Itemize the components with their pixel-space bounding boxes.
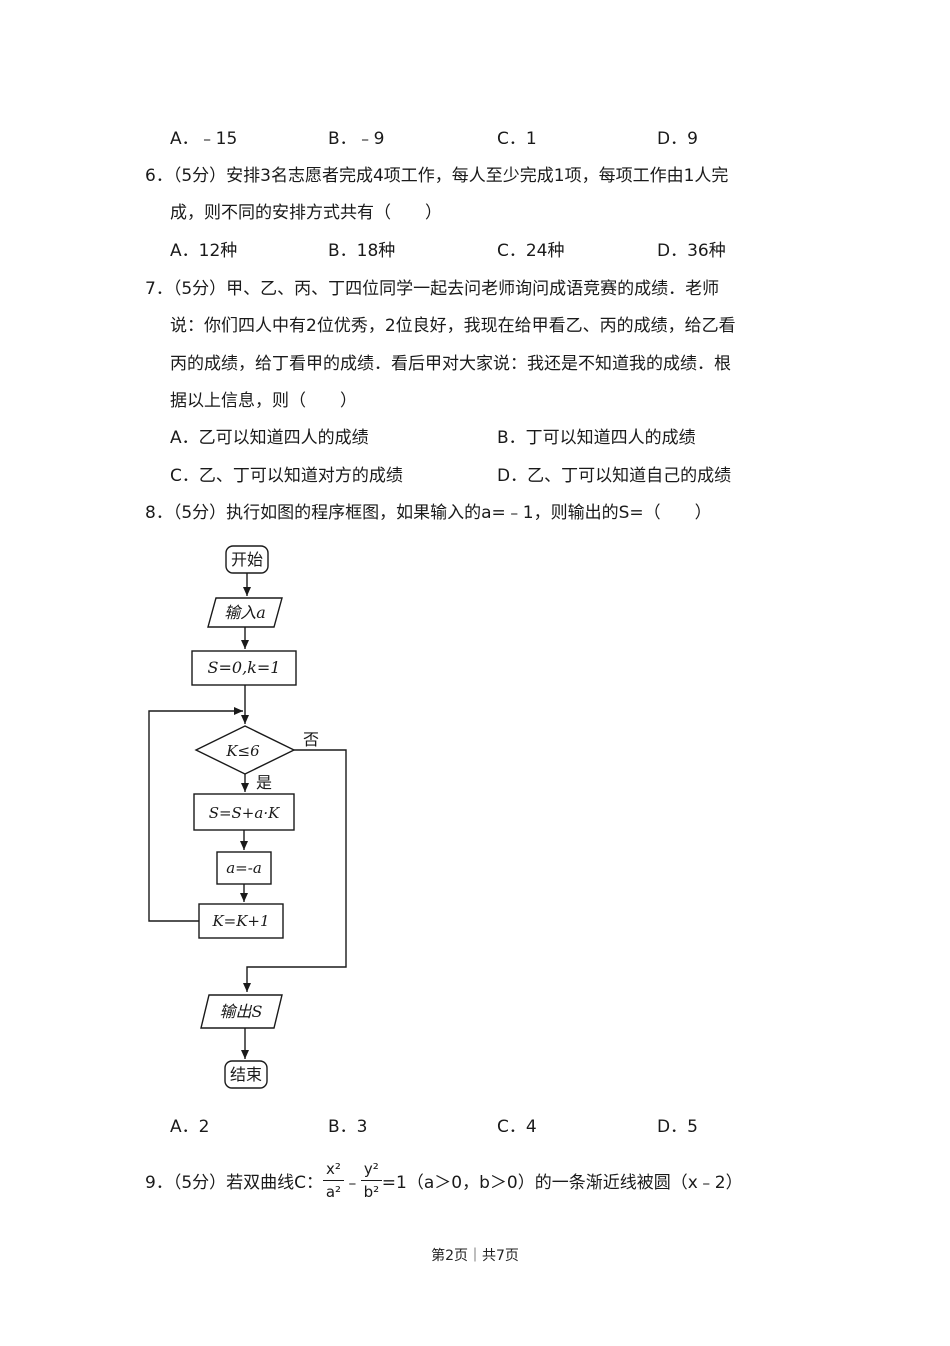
flow-input-label: 输入a <box>224 603 266 622</box>
q5-option-d: D．9 <box>657 129 698 149</box>
q8-option-c: C．4 <box>497 1117 537 1137</box>
q9-fraction-x-denominator: a² <box>325 1182 342 1201</box>
q9-fraction-x-numerator: x² <box>323 1158 344 1181</box>
q6-stem-line2: 成，则不同的安排方式共有（ ） <box>170 203 442 223</box>
flow-init-label: S=0,k=1 <box>208 658 281 677</box>
q6-option-c: C．24种 <box>497 241 565 261</box>
flow-input-node <box>207 597 283 628</box>
q7-option-c: C．乙、丁可以知道对方的成绩 <box>170 466 403 486</box>
flow-end-label: 结束 <box>230 1065 262 1084</box>
q8-option-d: D．5 <box>657 1117 698 1137</box>
q9-fraction-y-denominator: b² <box>363 1182 380 1201</box>
flow-output-node <box>200 994 283 1029</box>
q9-fraction-x: x² a² <box>323 1158 344 1203</box>
flow-no-branch-line <box>243 749 347 992</box>
flow-output-label: 输出S <box>220 1002 263 1021</box>
flow-yes-label: 是 <box>256 773 272 792</box>
q8-option-b: B．3 <box>328 1117 368 1137</box>
q5-option-a: A．﹣15 <box>170 129 238 149</box>
flow-end-node <box>224 1060 268 1089</box>
flow-init-node <box>191 650 297 686</box>
q9-stem: 9．（5分）若双曲线C： x² a² ﹣ y² b² =1（a＞0，b＞0）的一… <box>145 1150 743 1210</box>
q9-minus: ﹣ <box>343 1172 361 1193</box>
page-footer: 第2页｜共7页 <box>431 1248 519 1264</box>
flow-no-label: 否 <box>303 730 319 749</box>
q5-option-c: C．1 <box>497 129 537 149</box>
flow-condition-label: K≤6 <box>225 742 260 760</box>
q8-stem: 8．（5分）执行如图的程序框图，如果输入的a=﹣1，则输出的S=（ ） <box>145 503 712 523</box>
q7-stem-line4: 据以上信息，则（ ） <box>170 391 357 411</box>
q7-option-a: A．乙可以知道四人的成绩 <box>170 428 369 448</box>
q9-prefix: 9．（5分）若双曲线C： <box>145 1172 324 1193</box>
q6-stem-line1: 6．（5分）安排3名志愿者完成4项工作，每人至少完成1项，每项工作由1人完 <box>145 166 729 186</box>
q7-stem-line3: 丙的成绩，给丁看甲的成绩．看后甲对大家说：我还是不知道我的成绩．根 <box>170 354 731 374</box>
flow-step3-label: K=K+1 <box>211 912 269 930</box>
flow-step1-label: S=S+a·K <box>209 804 280 822</box>
q5-option-b: B．﹣9 <box>328 129 385 149</box>
q9-suffix: =1（a＞0，b＞0）的一条渐近线被圆（x﹣2） <box>381 1172 743 1193</box>
q9-fraction-y-numerator: y² <box>360 1158 382 1181</box>
q7-option-d: D．乙、丁可以知道自己的成绩 <box>497 466 732 486</box>
flow-step3-node <box>198 903 284 939</box>
q7-option-b: B．丁可以知道四人的成绩 <box>497 428 696 448</box>
q8-option-a: A．2 <box>170 1117 210 1137</box>
q6-option-a: A．12种 <box>170 241 238 261</box>
q6-option-b: B．18种 <box>328 241 396 261</box>
q6-option-d: D．36种 <box>657 241 726 261</box>
flow-loop-back-line <box>148 707 243 922</box>
q9-fraction-y: y² b² <box>360 1158 382 1203</box>
flow-step2-label: a=-a <box>226 859 262 877</box>
flow-start-label: 开始 <box>231 550 263 569</box>
q7-stem-line2: 说：你们四人中有2位优秀，2位良好，我现在给甲看乙、丙的成绩，给乙看 <box>170 316 736 336</box>
q7-stem-line1: 7．（5分）甲、乙、丙、丁四位同学一起去问老师询问成语竞赛的成绩．老师 <box>145 279 720 299</box>
